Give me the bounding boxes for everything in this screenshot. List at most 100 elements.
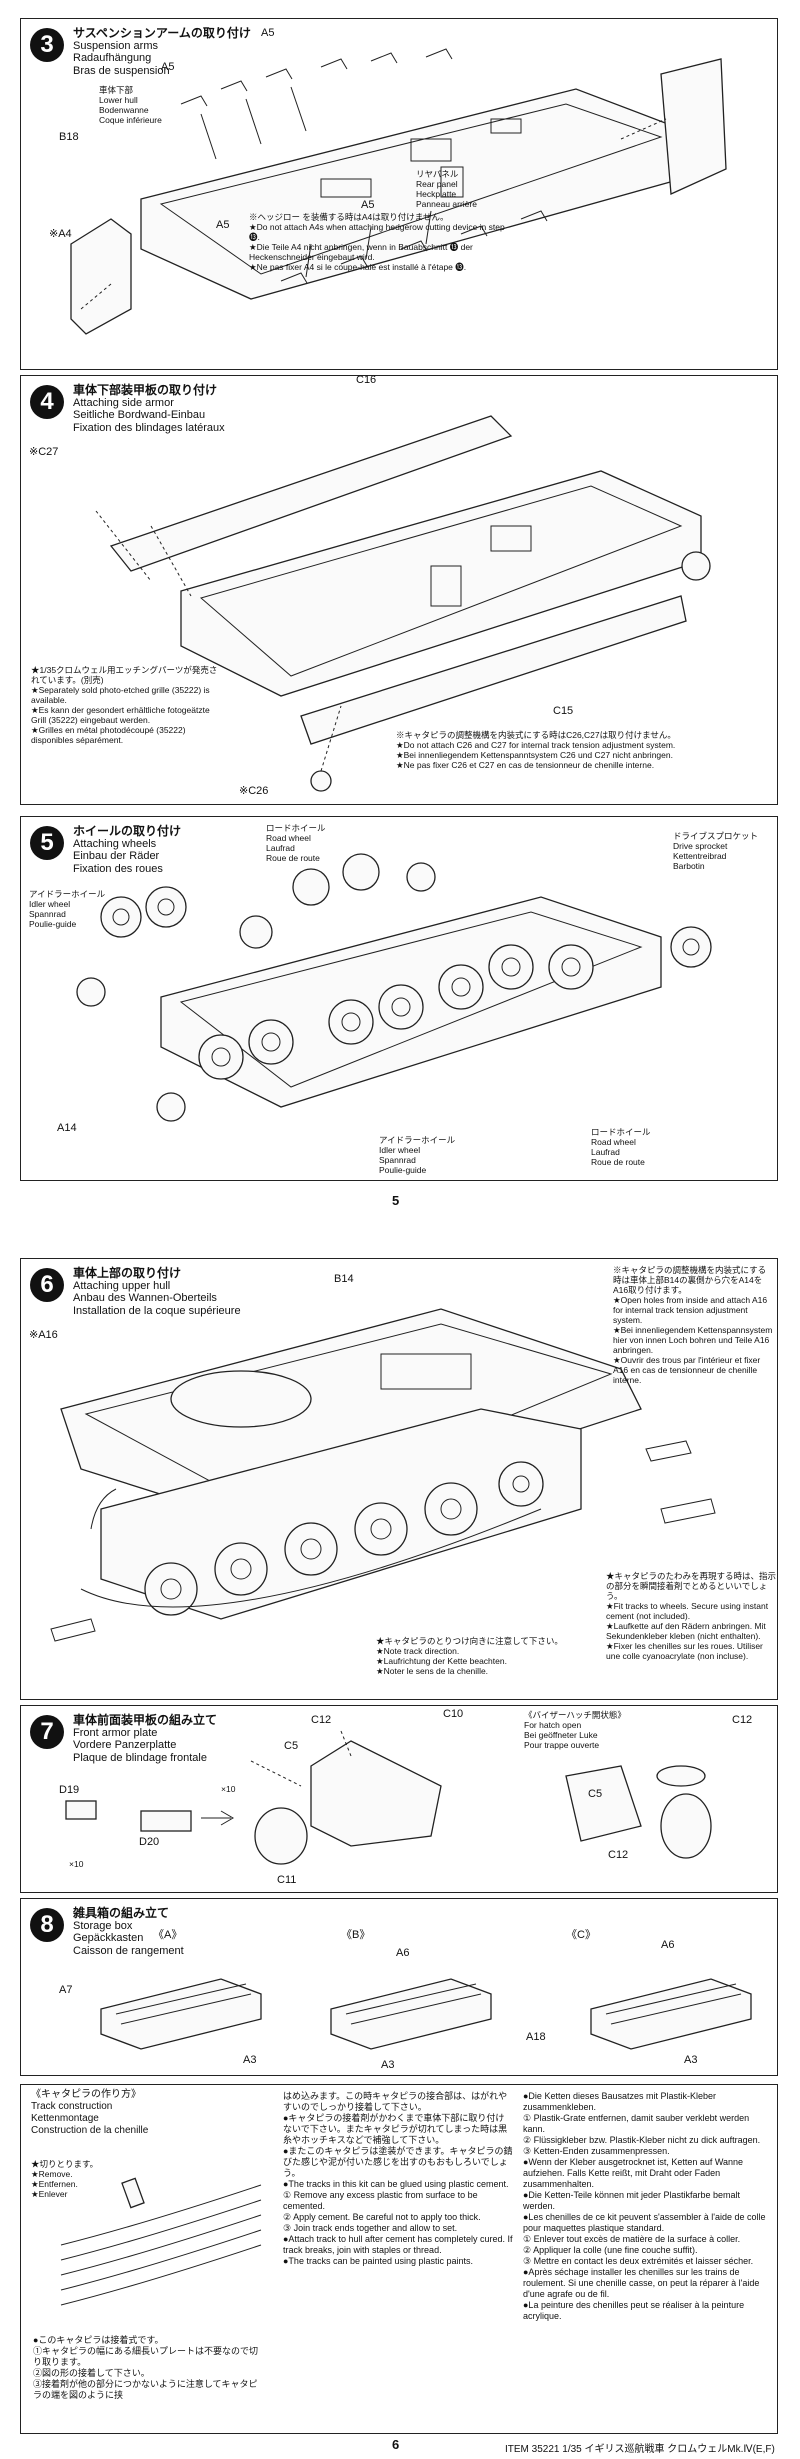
- label-c12-open-bottom: C12: [608, 1849, 629, 1861]
- title-jp: 車体前面装甲板の組み立て: [73, 1713, 218, 1727]
- step-7-panel: 7 車体前面装甲板の組み立て Front armor plate Vordere…: [20, 1705, 778, 1893]
- title-fr: Fixation des blindages latéraux: [73, 421, 225, 434]
- step-number: 4: [30, 385, 64, 419]
- label-c12-open: C12: [732, 1714, 753, 1726]
- label-a5-bottom: A5: [216, 219, 230, 231]
- storage-box-diagram: [100, 1978, 752, 2050]
- label-a5-bottom-right: A5: [361, 199, 375, 211]
- title-de: Seitliche Bordwand-Einbau: [73, 409, 206, 421]
- title-en: Attaching side armor: [73, 396, 174, 409]
- upper-hull-diagram: [50, 1308, 716, 1642]
- step3-note: ※ヘッジロー を装備する時はA4は取り付けません。★Do not attach …: [249, 212, 505, 272]
- title-jp: ホイールの取り付け: [73, 824, 182, 838]
- step-8-panel: 8 雑具箱の組み立て Storage box Gepäckkasten Cais…: [20, 1898, 778, 2076]
- label-d20: D20: [139, 1836, 160, 1848]
- step-3-panel: 3 サスペンションアームの取り付け Suspension arms Radauf…: [20, 18, 778, 370]
- title-de: Gepäckkasten: [73, 1932, 144, 1944]
- label-a16: ※A16: [29, 1329, 58, 1341]
- step-title: 雑具箱の組み立て Storage box Gepäckkasten Caisso…: [73, 1907, 184, 1957]
- step-title: サスペンションアームの取り付け Suspension arms Radaufhä…: [73, 27, 251, 77]
- title-fr: Plaque de blindage frontale: [73, 1751, 207, 1764]
- title-en: Suspension arms: [73, 39, 158, 52]
- title-fr: Fixation des roues: [73, 862, 163, 875]
- label-a6-b: A6: [396, 1947, 410, 1959]
- track-text-col3: ●Die Ketten dieses Bausatzes mit Plastik…: [523, 2091, 766, 2321]
- suspension-diagram: [70, 48, 727, 335]
- label-a14: A14: [57, 1122, 77, 1134]
- title-fr: Installation de la coque supérieure: [73, 1304, 241, 1317]
- track-text-col2: はめ込みます。この時キャタピラの接合部は、はがれやすいのでしっかり接着して下さい…: [283, 2091, 513, 2266]
- title-en: Attaching upper hull: [73, 1279, 171, 1292]
- label-a3-b: A3: [381, 2059, 395, 2071]
- step-title: ホイールの取り付け Attaching wheels Einbau der Rä…: [73, 825, 181, 875]
- label-variant-b: 《B》: [341, 1929, 371, 1941]
- label-c16: C16: [356, 374, 377, 386]
- step-number: 3: [30, 28, 64, 62]
- title-jp: 車体上部の取り付け: [73, 1266, 182, 1280]
- label-variant-c: 《C》: [566, 1929, 596, 1941]
- step4-note: ※キャタピラの調整機構を内装式にする時はC26,C27は取り付けません。★Do …: [396, 730, 676, 770]
- label-a7: A7: [59, 1984, 73, 1996]
- title-en: Attaching wheels: [73, 837, 157, 850]
- track-text-col1: ●このキャタピラは接着式です。①キャタピラの幅にある細長いプレートは不要なので切…: [33, 2335, 259, 2400]
- holes-note: ※キャタピラの調整機構を内装式にする時は車体上部B14の裏側から穴をA14をA1…: [613, 1265, 773, 1385]
- label-c10: C10: [443, 1708, 464, 1720]
- label-c5: C5: [284, 1740, 299, 1752]
- label-a5-left: A5: [161, 61, 175, 73]
- remove-label: ★切りとります。★Remove.★Entfernen.★Enlever: [31, 2159, 99, 2199]
- title-en: Storage box: [73, 1919, 133, 1932]
- label-b18: B18: [59, 131, 79, 143]
- label-c11: C11: [277, 1874, 297, 1886]
- track-diagram: [60, 2177, 262, 2306]
- title-de: Vordere Panzerplatte: [73, 1739, 177, 1751]
- step-5-panel: 5 ホイールの取り付け Attaching wheels Einbau der …: [20, 816, 778, 1181]
- title-fr: Bras de suspension: [73, 64, 170, 77]
- label-b14: B14: [334, 1273, 354, 1285]
- wheels-diagram: [76, 853, 712, 1122]
- label-c5-open: C5: [588, 1788, 603, 1800]
- step-number: 7: [30, 1715, 64, 1749]
- label-x10-bottom: ×10: [69, 1859, 84, 1869]
- title-jp: サスペンションアームの取り付け: [73, 26, 251, 40]
- title-de: Anbau des Wannen-Oberteils: [73, 1292, 217, 1304]
- page-number-6: 6: [392, 2437, 400, 2452]
- label-c26: ※C26: [239, 785, 269, 797]
- step-number: 6: [30, 1268, 64, 1302]
- label-a5-top: A5: [261, 27, 275, 39]
- step-number: 8: [30, 1908, 64, 1942]
- label-c27: ※C27: [29, 446, 59, 458]
- label-variant-a: 《A》: [153, 1929, 183, 1941]
- step-title: 車体下部装甲板の取り付け Attaching side armor Seitli…: [73, 384, 225, 434]
- label-a18: A18: [526, 2031, 546, 2043]
- page-number-5: 5: [392, 1193, 400, 1208]
- label-a4: ※A4: [49, 228, 72, 240]
- step-6-panel: 6 車体上部の取り付け Attaching upper hull Anbau d…: [20, 1258, 778, 1700]
- step-title: 車体上部の取り付け Attaching upper hull Anbau des…: [73, 1267, 241, 1317]
- label-a6-c: A6: [661, 1939, 675, 1951]
- step-4-panel: 4 車体下部装甲板の取り付け Attaching side armor Seit…: [20, 374, 778, 805]
- title-en: Front armor plate: [73, 1726, 158, 1739]
- track-direction-note: ★キャタピラのとりつけ向きに注意して下さい。★Note track direct…: [376, 1636, 563, 1676]
- label-c15: C15: [553, 705, 574, 717]
- title-jp: 雑具箱の組み立て: [73, 1906, 170, 1920]
- title-de: Einbau der Räder: [73, 850, 160, 862]
- fit-tracks-note: ★キャタピラのたわみを再現する時は、指示の部分を瞬間接着剤でとめるといいでしょう…: [606, 1571, 777, 1661]
- side-armor-diagram: [95, 415, 711, 792]
- label-d19: D19: [59, 1784, 80, 1796]
- front-armor-diagram: [65, 1730, 712, 1865]
- title-de: Radaufhängung: [73, 52, 152, 64]
- title-jp: 車体下部装甲板の取り付け: [73, 383, 218, 397]
- photo-etch-note: ★1/35クロムウェル用エッチングパーツが発売されています。(別売)★Separ…: [31, 665, 218, 745]
- label-a3-a: A3: [243, 2054, 257, 2066]
- label-x10-top: ×10: [221, 1784, 236, 1794]
